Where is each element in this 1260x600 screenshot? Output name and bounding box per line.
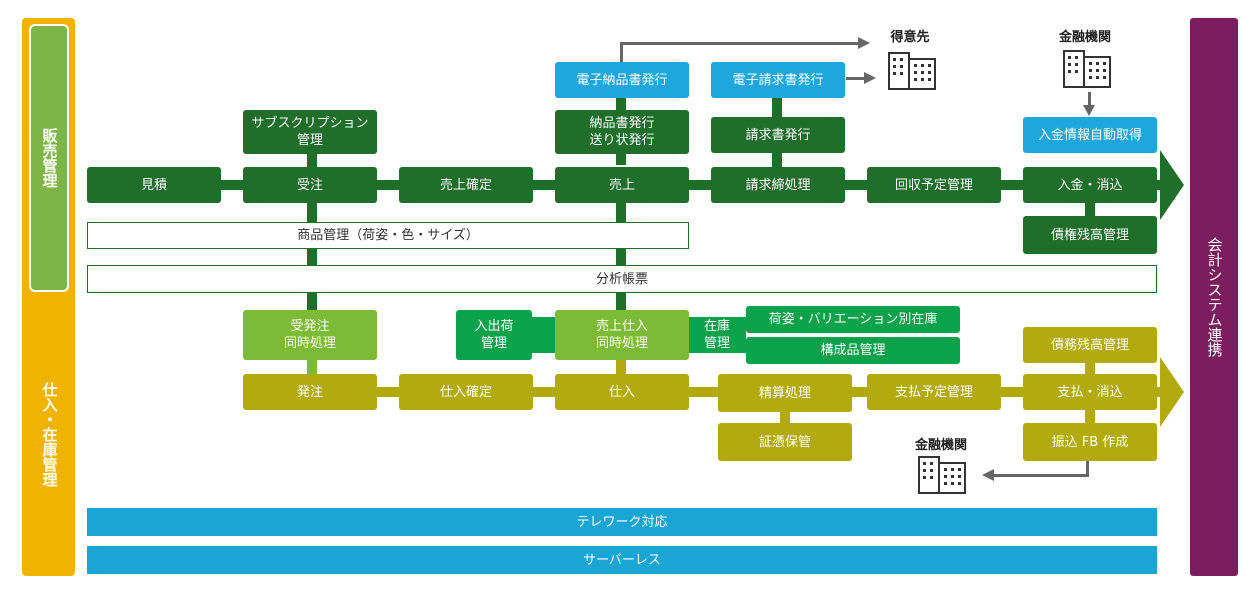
payment-plan-box[interactable]: 支払予定管理	[867, 374, 1001, 410]
accounting-panel	[1190, 18, 1238, 576]
line-order-down	[307, 202, 317, 310]
bank-bottom-arrow-vert	[1086, 460, 1089, 477]
e-invoice-arrow	[846, 77, 866, 80]
bank-bottom-building-icon	[918, 452, 968, 494]
e-invoice-arrowhead	[864, 72, 876, 84]
line-sales-down	[616, 202, 626, 310]
product-mgmt-bar[interactable]: 商品管理（荷姿・色・サイズ）	[87, 222, 689, 249]
analysis-bar[interactable]: 分析帳票	[87, 265, 1157, 293]
bank-top-arrow	[1088, 92, 1091, 106]
voucher-box[interactable]: 証憑保管	[718, 423, 852, 461]
e-delivery-box[interactable]: 電子納品書発行	[555, 62, 689, 98]
purchase-flow-arrowhead	[1160, 357, 1184, 427]
customer-label: 得意先	[890, 30, 930, 45]
payable-balance-box[interactable]: 債務残高管理	[1023, 327, 1157, 363]
serverless-band: サーバーレス	[87, 546, 1157, 574]
bank-bottom-arrow	[994, 474, 1089, 477]
customer-arrowhead	[858, 37, 870, 49]
line-inout	[530, 317, 558, 353]
stock-label: 在庫 管理	[703, 319, 730, 351]
telework-band: テレワーク対応	[87, 508, 1157, 536]
order-purchase-box[interactable]: 発注	[243, 374, 377, 410]
sales-confirm-box[interactable]: 売上確定	[399, 167, 533, 203]
receivable-balance-box[interactable]: 債権残高管理	[1023, 216, 1157, 254]
purchase-box[interactable]: 仕入	[555, 374, 689, 410]
settlement-box[interactable]: 精算処理	[718, 374, 852, 412]
bank-top-building-icon	[1063, 46, 1113, 88]
component-mgmt-box[interactable]: 構成品管理	[746, 337, 960, 364]
sales-panel	[29, 24, 69, 292]
bank-top-arrowhead	[1083, 105, 1095, 116]
bank-bottom-label: 金融機関	[914, 438, 967, 453]
inout-box[interactable]: 入出荷 管理	[456, 310, 532, 360]
bank-bottom-arrowhead	[982, 469, 994, 481]
purchase-flow-line	[270, 387, 1165, 397]
order-box[interactable]: 受注	[243, 167, 377, 203]
customer-building-icon	[888, 48, 938, 90]
e-invoice-box[interactable]: 電子請求書発行	[711, 62, 845, 98]
line-simul-order	[307, 360, 317, 376]
collection-plan-box[interactable]: 回収予定管理	[867, 167, 1001, 203]
purchase-panel-label: 仕入・在庫管理	[40, 381, 59, 487]
bank-top-label: 金融機関	[1058, 30, 1111, 45]
sales-box[interactable]: 売上	[555, 167, 689, 203]
invoice-box[interactable]: 請求書発行	[711, 117, 845, 153]
line-order-subscription	[307, 152, 317, 172]
line-receipt-down	[1085, 202, 1095, 218]
customer-arrow-horizontal	[620, 42, 860, 45]
sales-panel-label: 販売管理	[40, 128, 59, 188]
line-payment-up	[1085, 363, 1095, 377]
payment-box[interactable]: 支払・消込	[1023, 374, 1157, 410]
line-purchase-down	[616, 358, 626, 376]
sales-purchase-box[interactable]: 売上仕入 同時処理	[555, 310, 689, 360]
line-stock	[688, 317, 746, 353]
line-payment-down	[1085, 410, 1095, 424]
purchase-confirm-box[interactable]: 仕入確定	[399, 374, 533, 410]
fb-box[interactable]: 振込 FB 作成	[1023, 423, 1157, 461]
packing-stock-box[interactable]: 荷姿・バリエーション別在庫	[746, 306, 960, 333]
simul-order-box[interactable]: 受発注 同時処理	[243, 310, 377, 360]
subscription-box[interactable]: サブスクリプション 管理	[243, 110, 377, 154]
delivery-slip-box[interactable]: 納品書発行 送り状発行	[555, 110, 689, 154]
receipt-box[interactable]: 入金・消込	[1023, 167, 1157, 203]
sales-flow-arrowhead	[1160, 150, 1184, 220]
estimate-box[interactable]: 見積	[87, 167, 221, 203]
line-settle-down	[780, 410, 790, 424]
customer-arrow-vertical	[620, 42, 623, 62]
billing-close-box[interactable]: 請求締処理	[711, 167, 845, 203]
auto-fetch-box[interactable]: 入金情報自動取得	[1023, 117, 1157, 153]
accounting-panel-label: 会計システム連携	[1205, 237, 1224, 357]
